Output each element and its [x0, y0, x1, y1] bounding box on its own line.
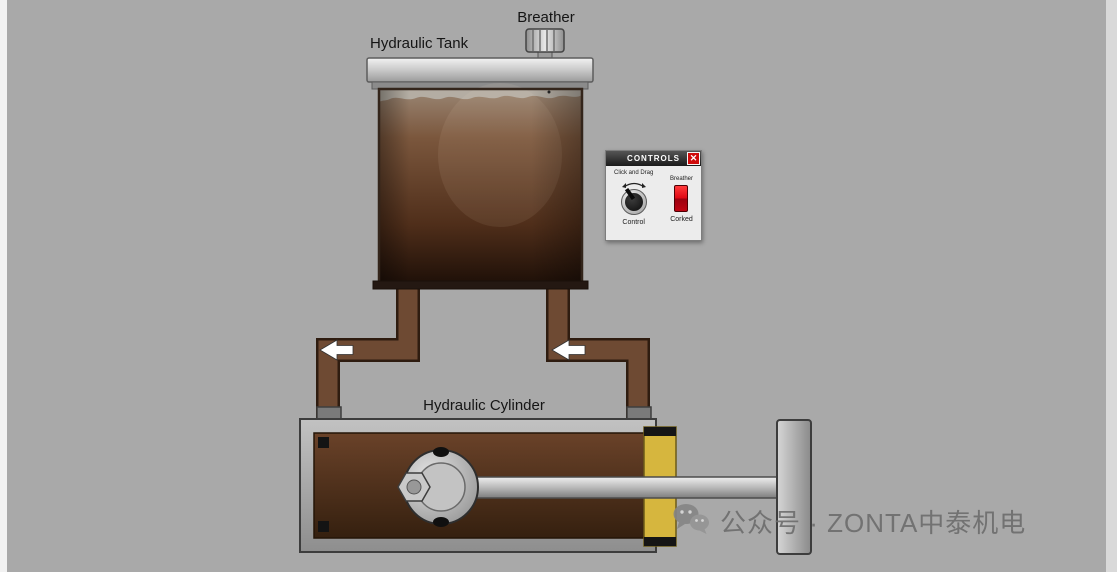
breather-switch-label: Breather [669, 176, 693, 182]
piston [397, 447, 479, 527]
knob-pointer-icon [624, 187, 635, 201]
drag-arc-arrow-icon [621, 176, 647, 188]
hydraulic-cylinder-label: Hydraulic Cylinder [423, 397, 545, 414]
pipe-right [546, 280, 650, 436]
close-icon[interactable]: ✕ [687, 152, 700, 165]
controls-body: Click and Drag Control Breather [606, 166, 701, 242]
pipe-left [316, 280, 420, 436]
flow-arrow-right-icon [551, 339, 586, 361]
mounting-plate [776, 419, 812, 555]
left-edge-strip [0, 0, 7, 572]
breather-switch[interactable] [674, 185, 689, 212]
watermark-text: 公众号 · ZONTA中泰机电 [720, 508, 1027, 538]
piston-rod [451, 476, 781, 499]
control-knob-group: Click and Drag Control [614, 170, 653, 240]
control-knob-cap[interactable] [624, 187, 643, 211]
controls-title: CONTROLS [627, 154, 680, 163]
hydraulic-cylinder [299, 406, 812, 555]
breather-label: Breather [517, 9, 575, 26]
hydraulic-tank-label: Hydraulic Tank [370, 35, 469, 52]
watermark: 公众号 · ZONTA中泰机电 [672, 503, 1026, 540]
flow-arrow-left-icon [319, 339, 354, 361]
right-edge-strip [1106, 0, 1117, 572]
control-knob[interactable] [620, 187, 647, 215]
hydraulic-tank [366, 57, 594, 290]
breather-switch-state: Corked [670, 216, 693, 223]
breather-switch-group: Breather Corked [670, 170, 693, 240]
control-knob-label: Control [622, 219, 645, 226]
controls-panel: CONTROLS ✕ Click and Drag Con [605, 150, 702, 241]
click-drag-hint: Click and Drag [614, 170, 654, 176]
breather-cap [525, 28, 565, 63]
controls-titlebar[interactable]: CONTROLS ✕ [606, 151, 701, 166]
wechat-icon [672, 503, 710, 540]
